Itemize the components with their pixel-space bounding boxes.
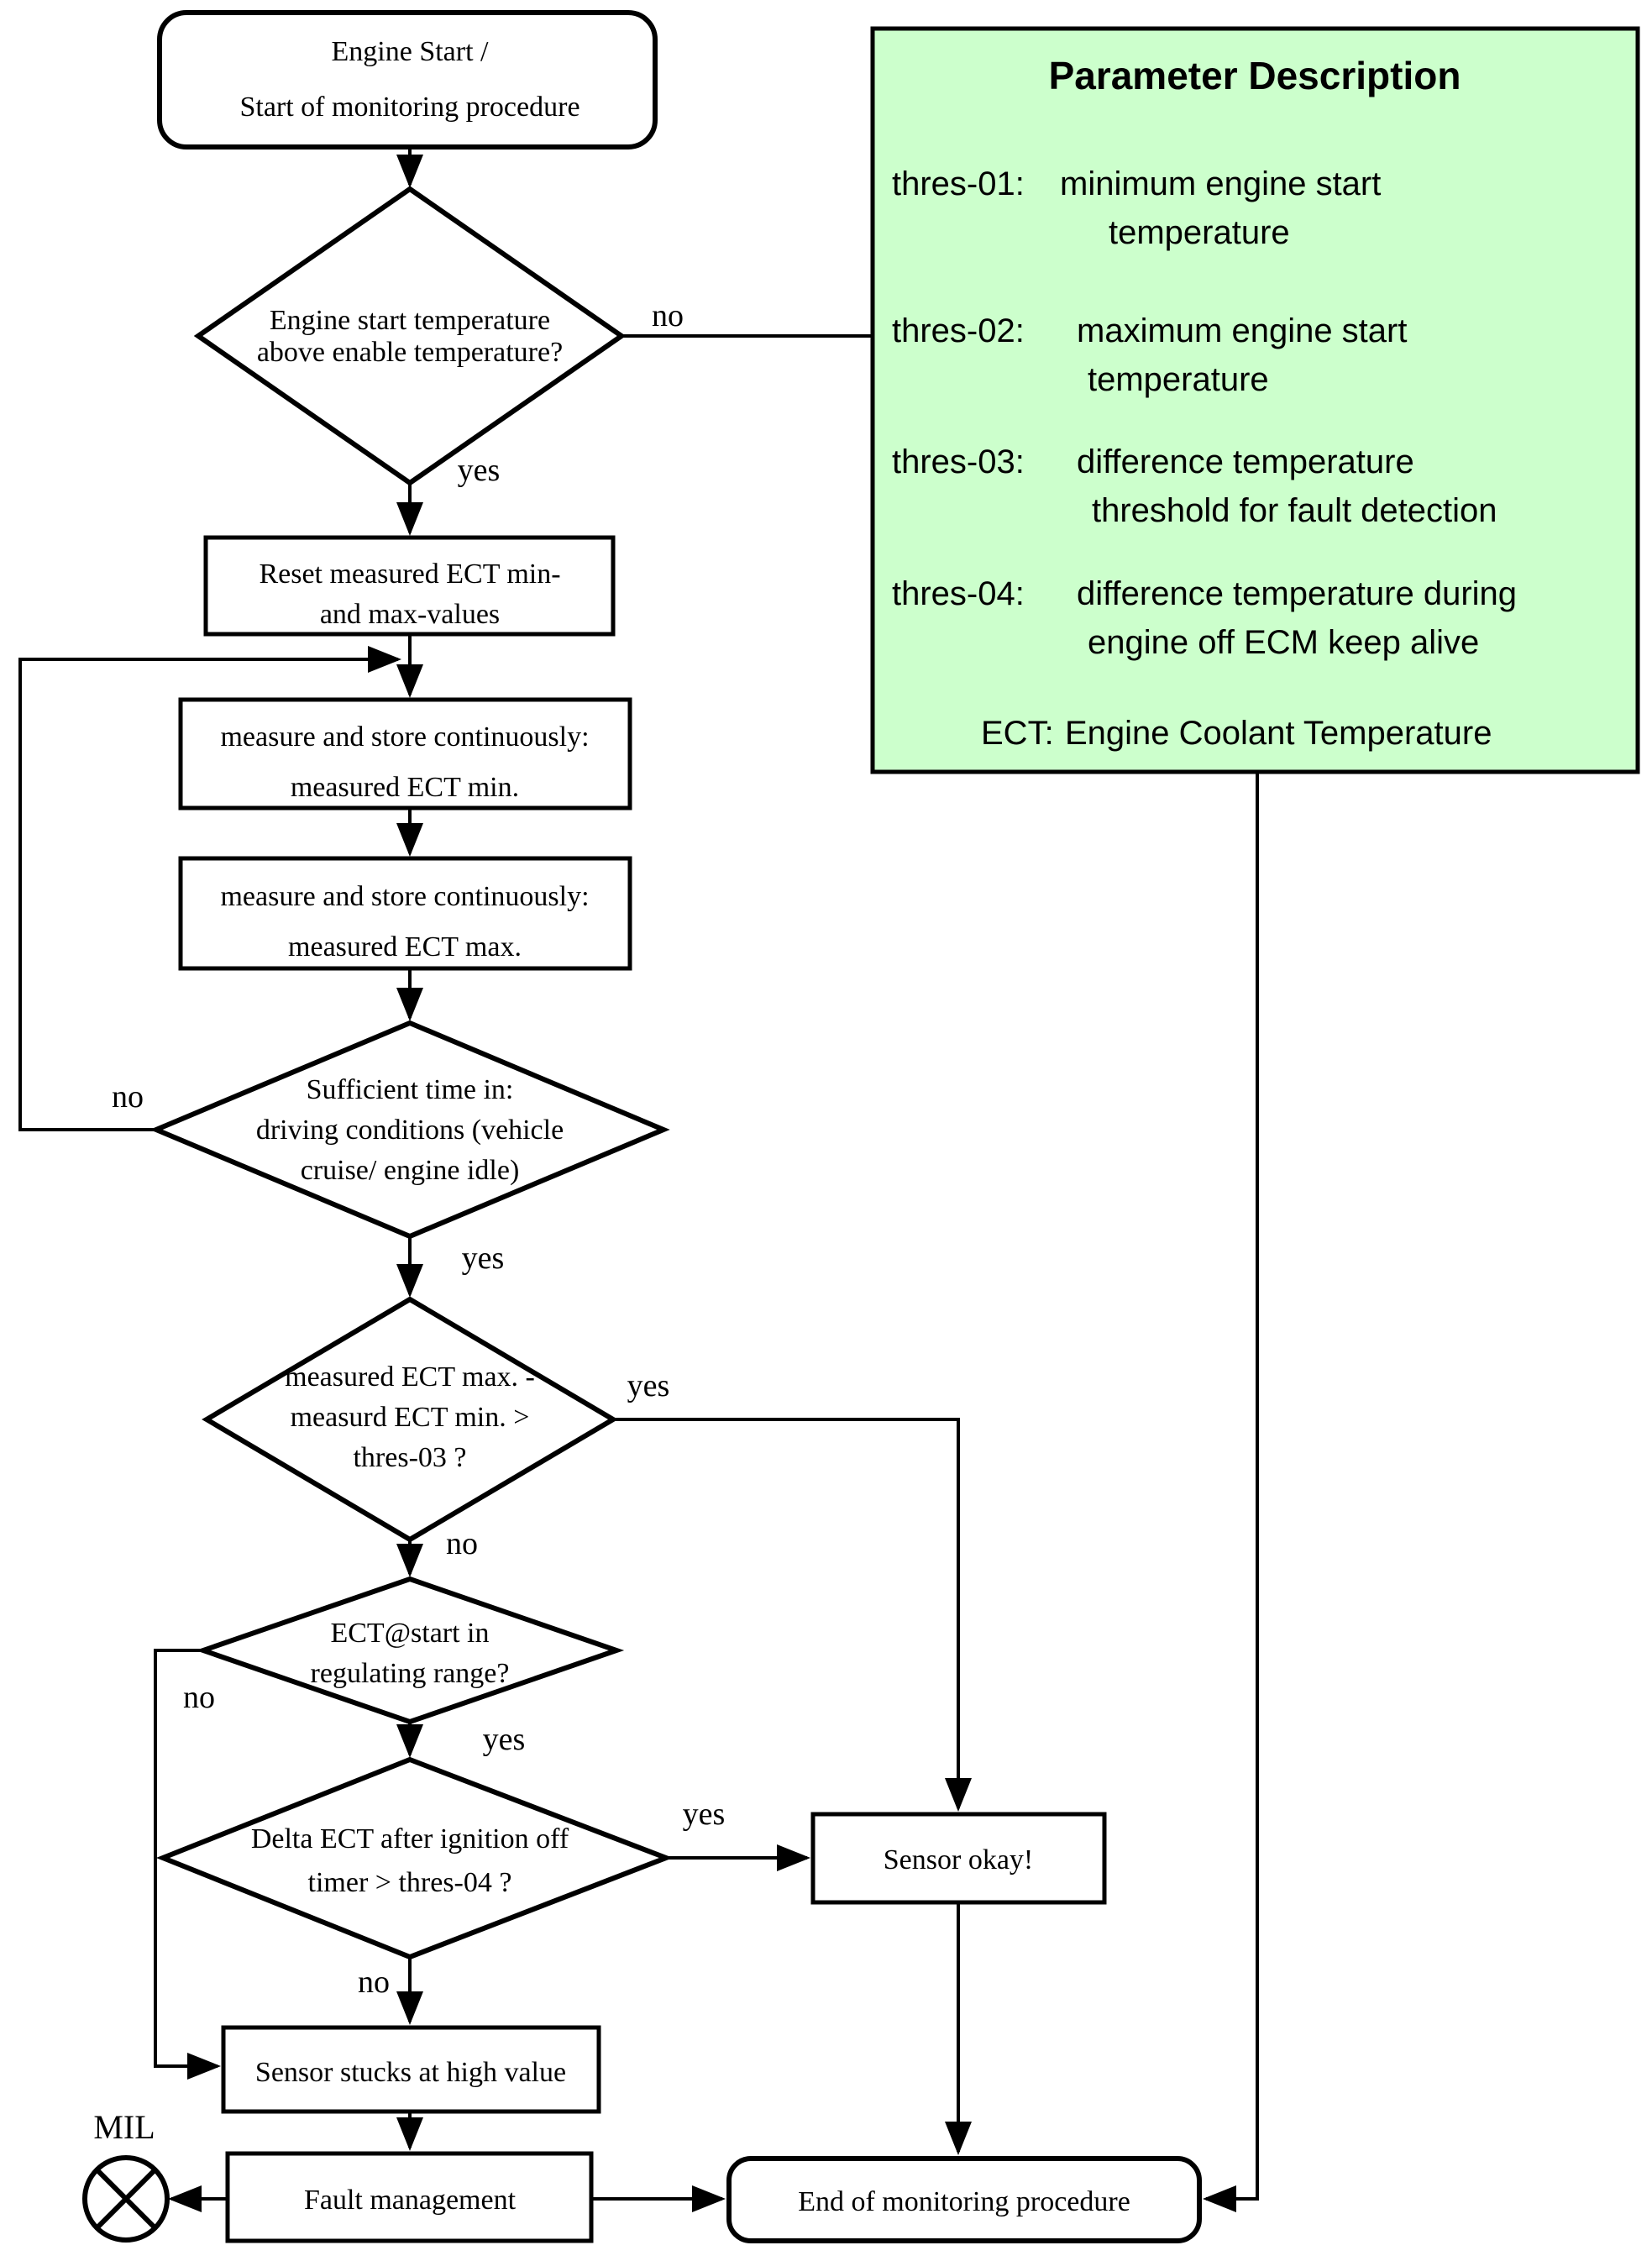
sensor-okay-box	[810, 1812, 1107, 1905]
edge-time-no-loop	[18, 646, 401, 1131]
label-time-yes: yes	[462, 1241, 505, 1276]
edge-range-no-to-stuck	[154, 1649, 221, 2080]
label-enable-no: no	[652, 298, 684, 333]
decision-thres04	[155, 1756, 674, 1960]
label-range-yes: yes	[483, 1722, 526, 1757]
panel-term-ect: ECT:	[981, 715, 1054, 752]
start-node-line2: Start of monitoring procedure	[239, 92, 580, 123]
label-thres03-yes: yes	[627, 1368, 670, 1403]
decision-enable-line2: above enable temperature?	[257, 337, 563, 368]
decision-regulating-range	[195, 1576, 625, 1725]
measure-max-line1: measure and store continuously:	[220, 881, 589, 912]
panel-term-thres04: thres-04:	[892, 575, 1025, 612]
decision-thres03-line2: measurd ECT min. >	[291, 1402, 530, 1433]
panel-desc-thres02-2: temperature	[1088, 361, 1269, 398]
measure-min-line2: measured ECT min.	[291, 772, 519, 803]
panel-desc-thres03-2: threshold for fault detection	[1092, 492, 1497, 529]
decision-enable-temperature	[193, 186, 627, 486]
start-node-line1: Engine Start /	[332, 36, 490, 67]
label-time-no: no	[112, 1079, 144, 1115]
decision-time-line2: driving conditions (vehicle	[256, 1115, 564, 1146]
decision-sufficient-time	[149, 1020, 670, 1240]
decision-range-line2: regulating range?	[311, 1658, 510, 1689]
fault-management-line1: Fault management	[304, 2185, 517, 2216]
end-node	[726, 2156, 1202, 2243]
measure-min-line1: measure and store continuously:	[220, 721, 589, 753]
decision-thres03	[202, 1296, 618, 1543]
panel-desc-thres03-1: difference temperature	[1077, 443, 1414, 480]
decision-thres03-line1: measured ECT max. -	[285, 1361, 535, 1393]
sensor-stuck-box	[221, 2025, 601, 2114]
panel-desc-thres01-1: minimum engine start	[1060, 165, 1381, 202]
parameter-panel	[870, 26, 1640, 774]
label-thres04-no: no	[358, 1965, 390, 2000]
decision-time-line1: Sufficient time in:	[307, 1074, 514, 1105]
panel-desc-thres02-1: maximum engine start	[1077, 312, 1407, 349]
sensor-stuck-line1: Sensor stucks at high value	[255, 2057, 566, 2088]
decision-thres04-line1: Delta ECT after ignition off	[251, 1823, 569, 1854]
panel-term-thres02: thres-02:	[892, 312, 1025, 349]
decision-range-line1: ECT@start in	[330, 1618, 489, 1649]
start-node	[157, 10, 658, 150]
panel-term-thres03: thres-03:	[892, 443, 1025, 480]
end-node-line1: End of monitoring procedure	[798, 2186, 1130, 2217]
measure-min-box	[178, 697, 632, 810]
reset-box	[203, 535, 616, 637]
sensor-okay-line1: Sensor okay!	[884, 1844, 1033, 1875]
label-thres03-no: no	[446, 1526, 478, 1561]
panel-desc-thres01-2: temperature	[1109, 214, 1290, 251]
mil-lamp-icon	[82, 2155, 170, 2243]
decision-thres04-line2: timer > thres-04 ?	[308, 1867, 512, 1898]
reset-box-line2: and max-values	[320, 599, 500, 630]
parameter-panel-title: Parameter Description	[1049, 54, 1461, 97]
decision-time-line3: cruise/ engine idle)	[301, 1155, 520, 1186]
label-enable-yes: yes	[458, 453, 501, 488]
measure-max-line2: measured ECT max.	[288, 931, 522, 963]
mil-label: MIL	[93, 2108, 155, 2146]
reset-box-line1: Reset measured ECT min-	[259, 559, 560, 590]
decision-enable-line1: Engine start temperature	[270, 305, 550, 336]
decision-thres03-line3: thres-03 ?	[353, 1442, 466, 1473]
panel-desc-thres04-2: engine off ECM keep alive	[1088, 624, 1479, 661]
label-range-no: no	[183, 1680, 215, 1715]
panel-desc-thres04-1: difference temperature during	[1077, 575, 1517, 612]
panel-term-thres01: thres-01:	[892, 165, 1025, 202]
measure-max-box	[178, 856, 632, 971]
panel-desc-ect: Engine Coolant Temperature	[1065, 715, 1492, 752]
edge-thres03-yes-to-okay	[613, 1418, 972, 1812]
fault-management-box	[225, 2151, 594, 2243]
label-thres04-yes: yes	[683, 1797, 726, 1832]
